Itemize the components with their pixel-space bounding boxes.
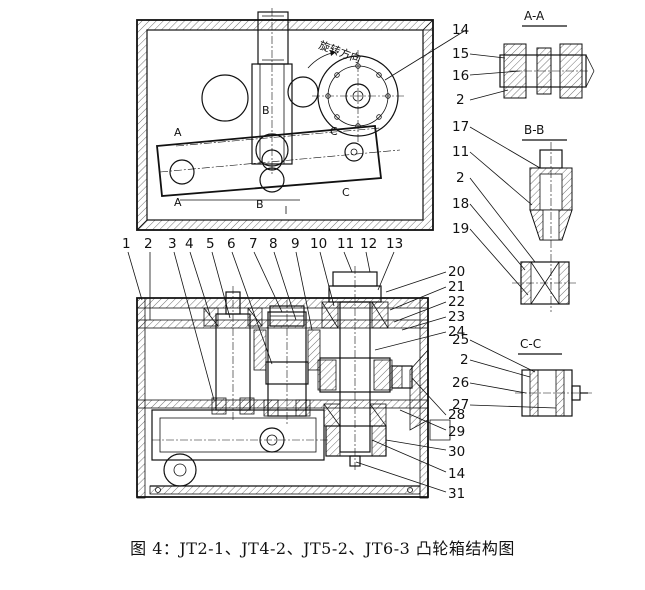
part-label-2: 2 — [144, 236, 153, 252]
top-label-b2: B — [256, 198, 264, 211]
part-label-13: 13 — [386, 236, 403, 252]
part-label-3: 3 — [168, 236, 177, 252]
top-label-a1: A — [174, 126, 182, 139]
part-label-16: 16 — [452, 68, 469, 84]
part-label-28: 28 — [448, 407, 465, 423]
top-label-a2: A — [174, 196, 182, 209]
part-label-17: 17 — [452, 119, 469, 135]
part-label-1: 1 — [122, 236, 131, 252]
cam-disc — [312, 50, 404, 142]
part-label-11: 11 — [337, 236, 354, 252]
part-label-14-aa: 14 — [452, 22, 469, 38]
part-label-7: 7 — [249, 236, 258, 252]
section-aa-title: A-A — [524, 9, 545, 23]
top-label-b1: B — [262, 104, 270, 117]
part-label-31: 31 — [448, 486, 465, 502]
cam-box-structure-drawing: 旋转方向 A A B B C C A-A B-B — [122, 8, 595, 502]
part-label-20: 20 — [448, 264, 465, 280]
section-cc: C-C — [515, 337, 592, 417]
part-label-9: 9 — [291, 236, 300, 252]
part-labels-aa: 14 15 16 2 — [452, 22, 469, 108]
top-label-c2: C — [342, 186, 350, 199]
section-bb-title: B-B — [524, 123, 544, 137]
top-view: 旋转方向 A A B B C C — [136, 8, 434, 231]
part-label-24: 24 — [448, 324, 465, 340]
part-label-10: 10 — [310, 236, 327, 252]
rotation-direction-label: 旋转方向 — [317, 38, 363, 66]
figure-caption: 图 4：JT2-1、JT4-2、JT5-2、JT6-3 凸轮箱结构图 — [130, 539, 515, 558]
front-section-view — [136, 266, 451, 499]
top-label-c1: C — [330, 125, 338, 138]
part-label-2-aa: 2 — [456, 92, 465, 108]
top-lever — [156, 125, 401, 197]
part-label-12: 12 — [360, 236, 377, 252]
part-label-21: 21 — [448, 279, 465, 295]
part-label-5: 5 — [206, 236, 215, 252]
part-labels-left-row: 1 2 3 4 5 6 7 8 9 10 11 12 13 — [122, 236, 403, 252]
part-label-6: 6 — [227, 236, 236, 252]
part-label-4: 4 — [185, 236, 194, 252]
part-label-15: 15 — [452, 46, 469, 62]
part-label-2-cc: 2 — [460, 352, 469, 368]
part-label-29: 29 — [448, 424, 465, 440]
part-label-30: 30 — [448, 444, 465, 460]
part-label-8: 8 — [269, 236, 278, 252]
part-label-27: 27 — [452, 397, 469, 413]
part-label-11-bb: 11 — [452, 144, 469, 160]
section-aa: A-A — [499, 9, 595, 99]
leader-lines — [127, 29, 557, 493]
part-label-23: 23 — [448, 309, 465, 325]
part-labels-bb: 17 11 2 18 19 — [452, 119, 469, 237]
part-label-25: 25 — [452, 332, 469, 348]
part-label-19: 19 — [452, 221, 469, 237]
part-label-18: 18 — [452, 196, 469, 212]
section-bb: B-B — [512, 123, 578, 312]
part-label-22: 22 — [448, 294, 465, 310]
part-label-26: 26 — [452, 375, 469, 391]
front-lower-lever — [151, 409, 325, 461]
top-gear-left — [201, 74, 249, 122]
part-label-14-front: 14 — [448, 466, 465, 482]
part-label-2-bb: 2 — [456, 170, 465, 186]
section-cc-title: C-C — [520, 337, 541, 351]
part-labels-right-stack: 20 21 22 23 24 25 2 26 27 28 29 30 14 31 — [448, 264, 469, 502]
